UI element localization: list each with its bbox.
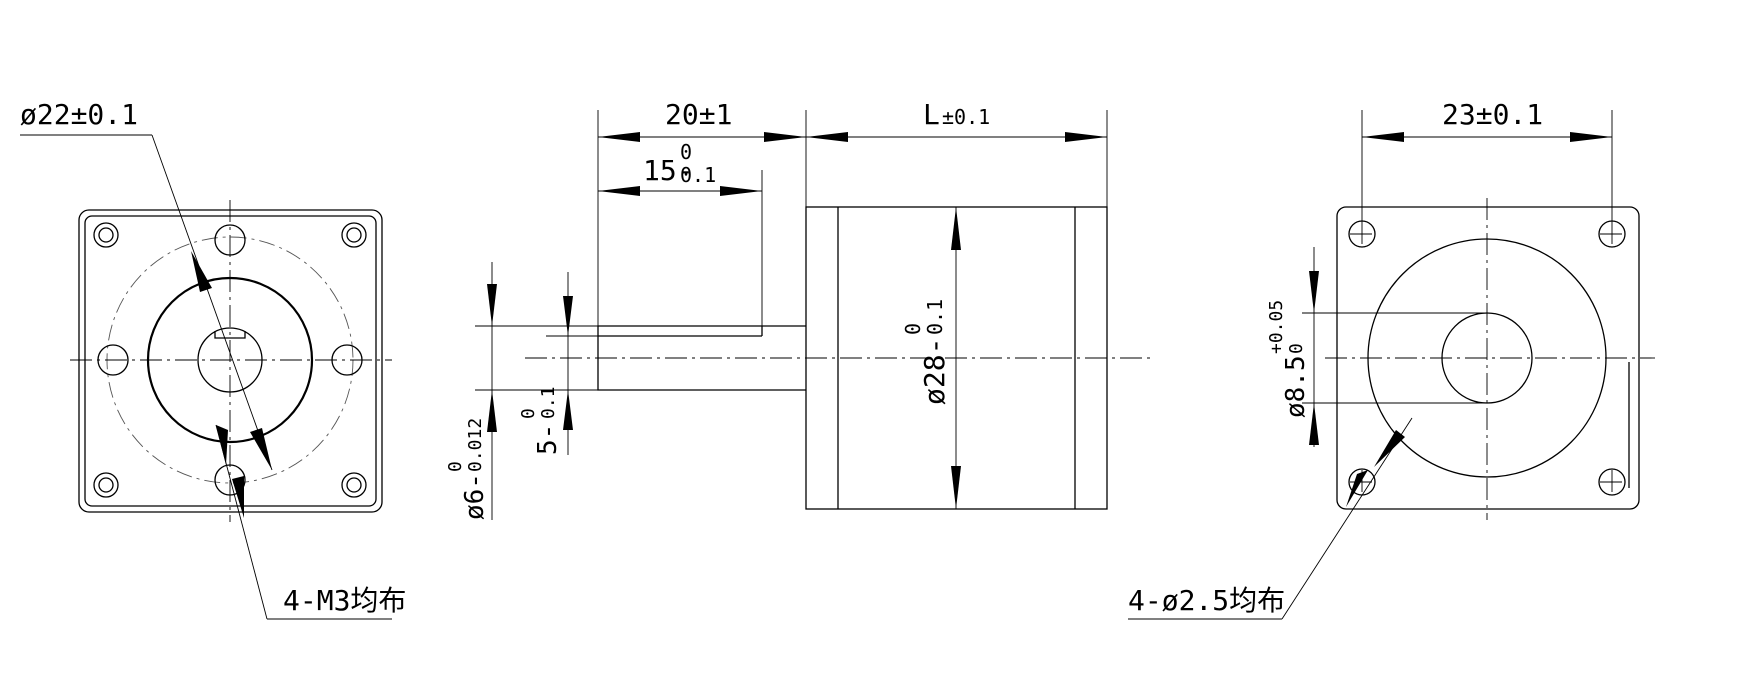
rear-holes-note: 4-ø2.5均布 xyxy=(1128,584,1285,617)
bore-diameter-label: ø8.5 xyxy=(1281,355,1311,418)
flat-depth-label: 5- xyxy=(533,424,563,455)
flat-length-upper-tol: 0 xyxy=(680,140,692,164)
front-mount-holes-note: 4-M3均布 xyxy=(283,584,406,617)
shaft-diameter-upper-tol: 0 xyxy=(445,461,466,472)
shaft-diameter-lower-tol: 0.012 xyxy=(465,418,486,472)
front-corner-holes xyxy=(93,222,367,498)
rear-holes-leader xyxy=(1281,417,1413,620)
body-length-label: L xyxy=(923,98,940,131)
shaft-extension-label: 20±1 xyxy=(665,98,732,131)
flat-depth-lower-tol: 0.1 xyxy=(538,386,559,419)
body-length-tol: ±0.1 xyxy=(942,105,990,129)
front-flange-outer xyxy=(78,209,383,513)
flat-length-lower-tol: 0.1 xyxy=(680,163,716,187)
front-pilot-arrow-top xyxy=(191,251,212,292)
side-view: 20±1 15- 0 0.1 L ±0.1 ø28- 0 0.1 ø6- xyxy=(445,98,1150,520)
body-diameter-upper-tol: 0 xyxy=(901,323,925,335)
front-view: ø22±0.1 4-M3均布 xyxy=(20,98,406,620)
hole-spacing-label: 23±0.1 xyxy=(1442,98,1543,131)
front-shaft-flat xyxy=(214,331,246,339)
front-pilot-arrow-bottom xyxy=(250,428,272,470)
flat-length-label: 15- xyxy=(643,154,694,187)
flat-depth-upper-tol: 0 xyxy=(518,408,539,419)
body-diameter-lower-tol: 0.1 xyxy=(923,299,947,335)
shaft-diameter-label: ø6- xyxy=(460,473,490,520)
front-flange-inner xyxy=(84,215,377,507)
front-pilot-diameter-label: ø22±0.1 xyxy=(20,98,138,131)
rear-view: 23±0.1 ø8.5 +0.05 0 4-ø2.5均布 xyxy=(1128,98,1655,620)
body-diameter-label: ø28- xyxy=(918,338,951,405)
bore-diameter-lower-tol: 0 xyxy=(1286,343,1307,354)
bore-diameter-upper-tol: +0.05 xyxy=(1266,300,1287,354)
